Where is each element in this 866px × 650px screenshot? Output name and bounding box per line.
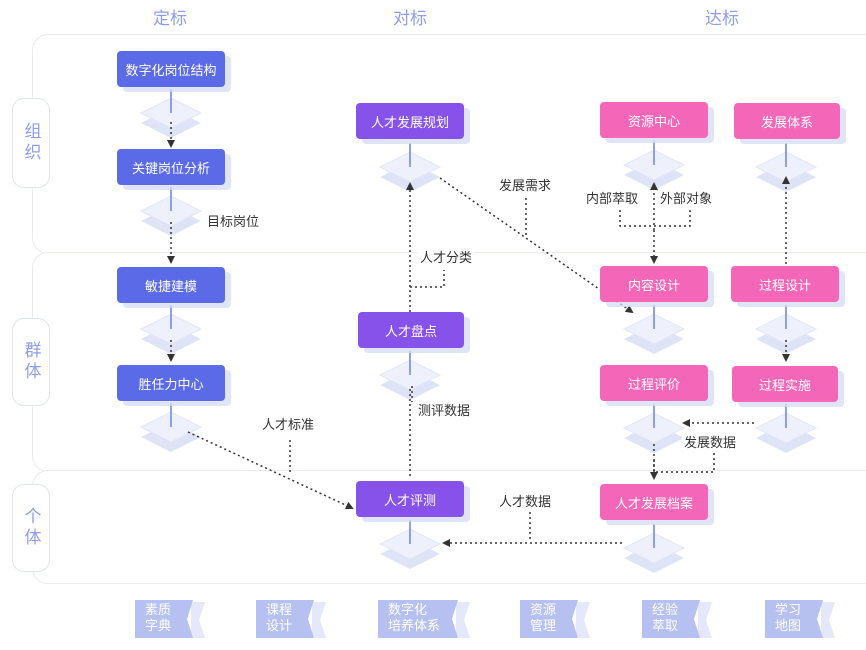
node-talent-inventory[interactable]: 人才盘点	[358, 312, 464, 348]
node-competency-center[interactable]: 胜任力中心	[117, 365, 225, 401]
label-internal-extraction: 内部萃取	[584, 192, 641, 208]
chip-3[interactable]: 资源管理	[520, 598, 592, 642]
chip-label-line: 地图	[775, 619, 802, 634]
label-assessment-data: 测评数据	[416, 404, 473, 420]
node-agile-modeling[interactable]: 敏捷建模	[117, 267, 225, 303]
chip-label: 经验萃取	[652, 603, 678, 635]
chip-label-line: 设计	[266, 619, 293, 634]
chip-label-line: 管理	[530, 619, 557, 634]
node-process-evaluation[interactable]: 过程评价	[600, 365, 708, 401]
pedestal	[379, 350, 441, 401]
column-header-define: 定标	[153, 9, 187, 29]
chip-label: 学习地图	[775, 603, 801, 635]
node-development-system[interactable]: 发展体系	[734, 103, 840, 139]
chip-label: 素质字典	[145, 603, 171, 635]
node-digital-position-structure[interactable]: 数字化岗位结构	[117, 51, 225, 87]
row-tab-individual: 个体	[12, 484, 50, 572]
arrow-n4-n7	[187, 431, 354, 510]
chip-5[interactable]: 学习地图	[765, 598, 837, 642]
column-header-achieve: 达标	[705, 9, 739, 29]
label-talent-data: 人才数据	[497, 495, 554, 511]
chip-0[interactable]: 素质字典	[135, 598, 207, 642]
row-tab-group: 群体	[12, 318, 50, 406]
pedestal	[623, 523, 685, 574]
chip-1[interactable]: 课程设计	[256, 598, 328, 642]
label-external-objects: 外部对象	[658, 192, 715, 208]
pedestal	[379, 519, 441, 570]
pedestal	[140, 402, 202, 453]
label-development-needs: 发展需求	[497, 179, 554, 195]
chip-label-line: 经验	[652, 603, 679, 618]
chip-label: 课程设计	[266, 603, 292, 635]
label-talent-standard: 人才标准	[260, 418, 317, 434]
node-process-implementation[interactable]: 过程实施	[732, 366, 838, 402]
connector	[619, 210, 691, 227]
pedestal	[140, 88, 202, 139]
pedestal	[755, 142, 817, 193]
node-talent-development-plan[interactable]: 人才发展规划	[356, 103, 464, 139]
label-target-position: 目标岗位	[205, 215, 262, 231]
chip-label: 数字化培养体系	[388, 603, 440, 635]
pedestal	[379, 142, 441, 193]
chip-label: 资源管理	[530, 603, 556, 635]
row-tab-organization: 组织	[12, 98, 50, 188]
chip-label-line: 课程	[266, 603, 293, 618]
chip-label-line: 资源	[530, 603, 557, 618]
chip-label-line: 学习	[775, 603, 802, 618]
pedestal	[755, 403, 817, 454]
column-header-benchmark: 对标	[393, 9, 427, 29]
node-talent-development-file[interactable]: 人才发展档案	[600, 484, 708, 520]
pedestal	[623, 140, 685, 191]
chip-2[interactable]: 数字化培养体系	[378, 598, 472, 642]
chip-label-line: 培养体系	[388, 619, 441, 634]
node-content-design[interactable]: 内容设计	[600, 266, 708, 302]
chip-label-line: 数字化	[388, 603, 428, 618]
pedestal	[623, 304, 685, 355]
label-talent-classification: 人才分类	[418, 251, 475, 267]
node-resource-center[interactable]: 资源中心	[600, 102, 708, 138]
chip-label-line: 字典	[145, 619, 172, 634]
chip-4[interactable]: 经验萃取	[642, 598, 714, 642]
node-talent-assessment[interactable]: 人才评测	[356, 481, 464, 517]
node-key-position-analysis[interactable]: 关键岗位分析	[117, 149, 225, 185]
chip-label-line: 萃取	[652, 619, 679, 634]
label-development-data: 发展数据	[682, 436, 739, 452]
node-process-design[interactable]: 过程设计	[731, 266, 839, 302]
chip-label-line: 素质	[145, 603, 172, 618]
connector	[410, 270, 445, 288]
